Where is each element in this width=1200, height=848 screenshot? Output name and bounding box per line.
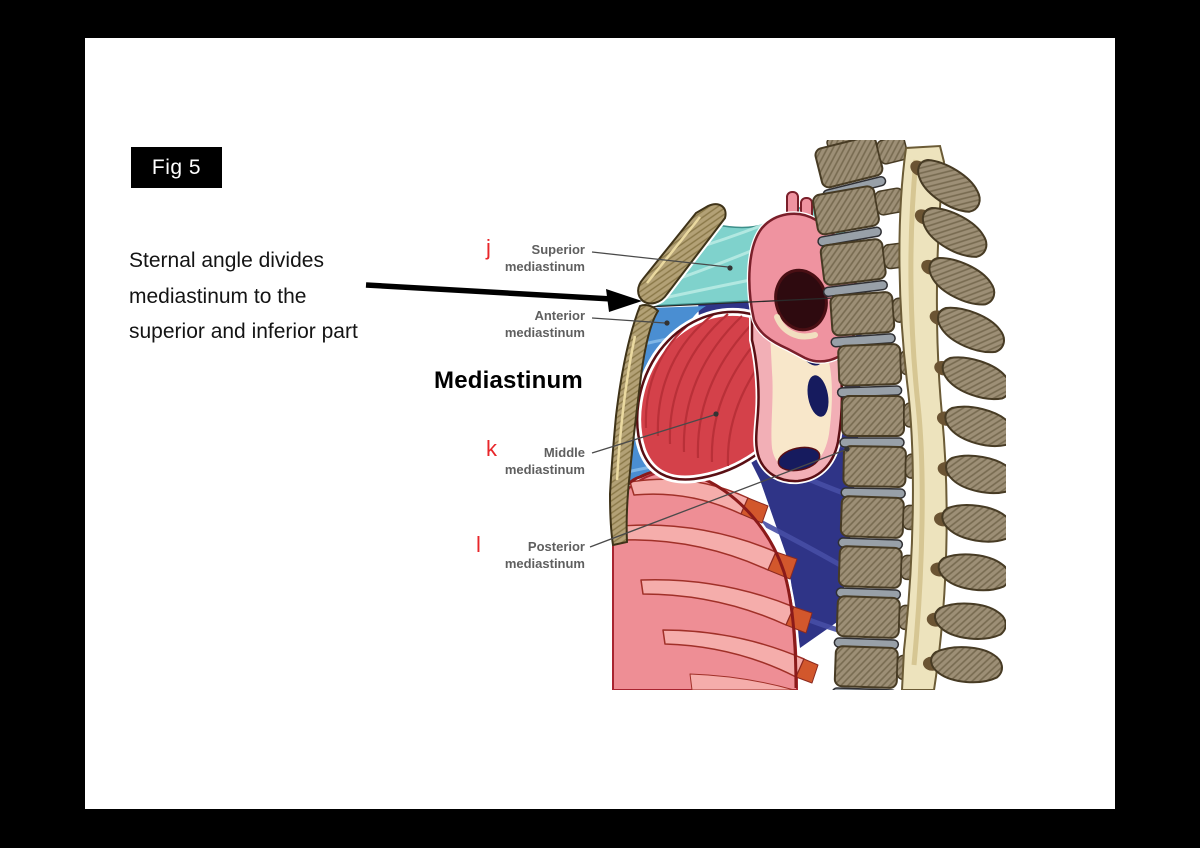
sternum (608, 201, 729, 547)
thoracic-spine (809, 140, 1006, 690)
label-middle-mediastinum: Middle mediastinum (483, 444, 585, 478)
label-line: Posterior (527, 539, 585, 554)
answer-letter-j: j (486, 235, 491, 260)
superior-inferior-boundary-line (645, 296, 855, 308)
label-line: mediastinum (504, 556, 585, 571)
label-superior-mediastinum: Superior mediastinum (483, 241, 585, 275)
answer-letter-k: k (486, 436, 497, 461)
label-line: Anterior (534, 308, 585, 323)
leader-line-anterior (591, 317, 666, 324)
label-line: mediastinum (504, 462, 585, 477)
leader-dot-middle (713, 411, 719, 417)
pointer-arrow (365, 282, 642, 312)
leader-dot-anterior (664, 320, 670, 326)
sternum-body (608, 304, 660, 547)
label-anterior-mediastinum: Anterior mediastinum (483, 307, 585, 341)
figure-title: Mediastinum (434, 367, 583, 394)
label-line: mediastinum (504, 325, 585, 340)
leader-dot-superior (727, 265, 733, 271)
note-text: Sternal angle divides mediastinum to the… (129, 249, 358, 343)
leader-line-posterior (589, 449, 846, 548)
inferior-vena-cava (777, 446, 821, 472)
label-posterior-mediastinum: Posterior mediastinum (483, 538, 585, 572)
label-line: Superior (531, 242, 585, 257)
leader-dot-posterior (844, 446, 850, 452)
pulmonary-vein-opening (807, 375, 829, 417)
manubrium (637, 203, 727, 305)
figure-number-badge: Fig 5 (131, 147, 222, 188)
figure-number-label: Fig 5 (151, 155, 202, 179)
label-line: mediastinum (504, 259, 585, 274)
answer-letter-l: l (476, 532, 481, 557)
leader-line-middle (591, 414, 715, 454)
label-line: Middle (543, 445, 585, 460)
leader-line-superior (591, 251, 729, 268)
